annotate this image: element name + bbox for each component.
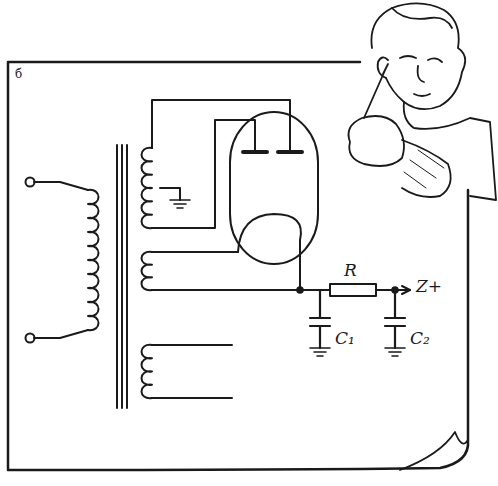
capacitor-symbol [385, 290, 405, 348]
terminal-name: Z+ [415, 278, 443, 295]
ground-symbol [170, 200, 190, 208]
ground-symbol [385, 348, 405, 356]
paper-curl [400, 432, 468, 470]
transformer-winding [88, 190, 99, 330]
filament [238, 214, 301, 290]
transformer-core [117, 145, 127, 408]
transformer-winding [142, 252, 153, 290]
anode [243, 150, 302, 154]
ground-symbol [310, 348, 330, 356]
rectifier-tube [230, 112, 318, 264]
capacitor-symbol [310, 290, 330, 348]
part-name: C₂ [409, 330, 431, 347]
transformer-winding [142, 345, 153, 398]
paper-sheet [8, 62, 468, 470]
part-name: C₁ [334, 330, 356, 347]
output-arrow [402, 286, 410, 294]
figure-letter: б [14, 68, 23, 80]
transformer-winding [142, 148, 153, 228]
boy-illustration [349, 3, 497, 200]
part-name: R [343, 262, 358, 279]
resistor-symbol [330, 284, 376, 296]
